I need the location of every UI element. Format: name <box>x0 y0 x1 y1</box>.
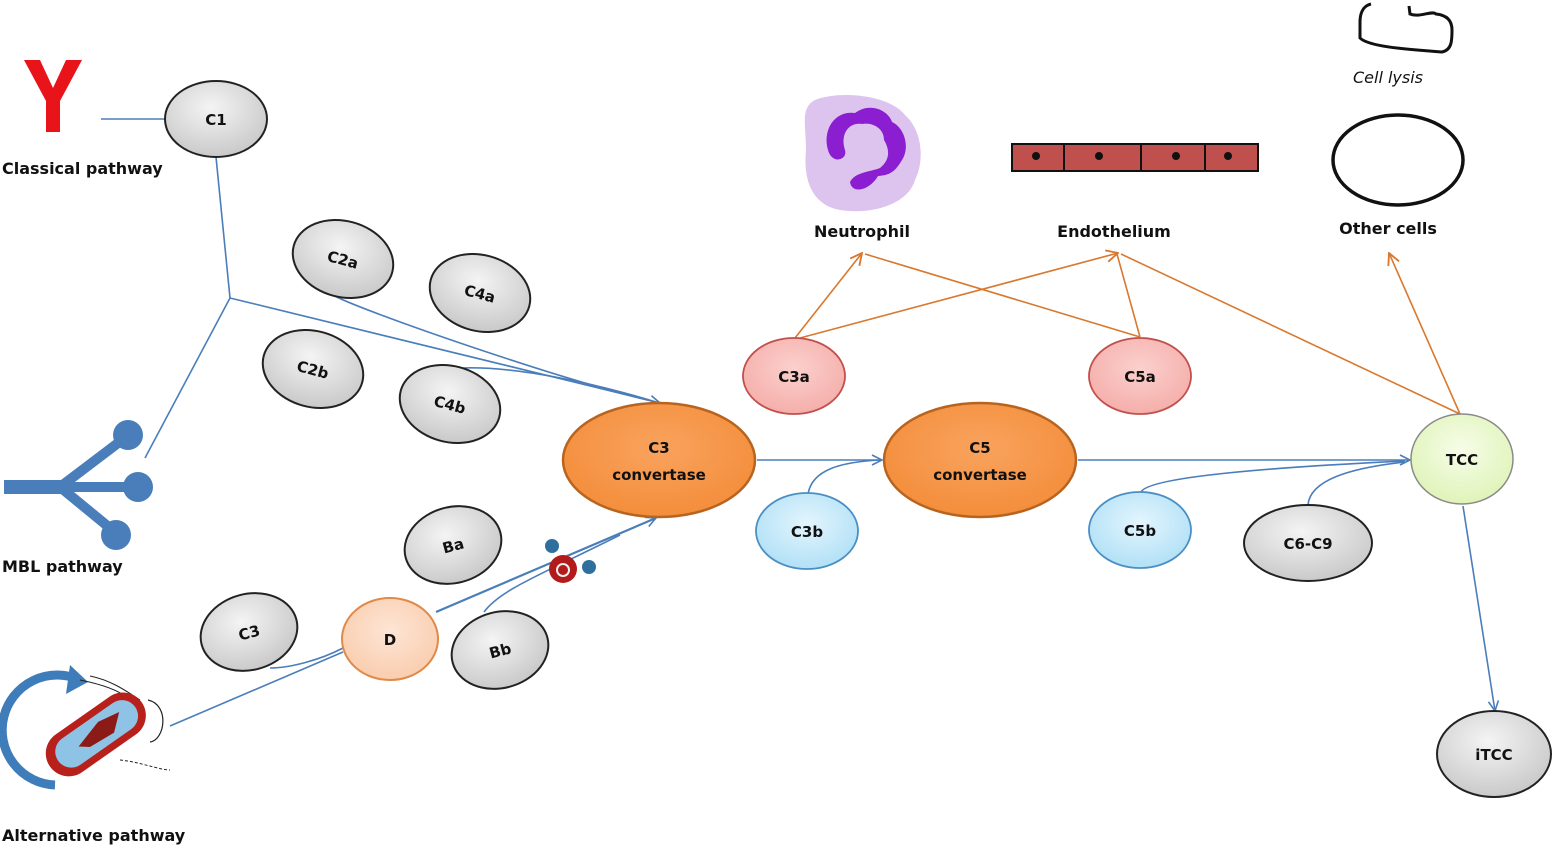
c1-to-junction-line <box>215 156 231 299</box>
node-c3b: C3b <box>755 492 859 570</box>
other-cells-label: Other cells <box>1339 219 1437 238</box>
node-c5b: C5b <box>1088 491 1192 569</box>
classical-pathway-label: Classical pathway <box>2 159 163 178</box>
node-c5a-label: C5a <box>1124 368 1156 386</box>
intact-cell-icon <box>1331 113 1465 207</box>
node-tcc-label: TCC <box>1446 451 1478 469</box>
node-c3-convertase-line1: C3 <box>648 439 669 457</box>
mbl-to-junction-line <box>144 297 231 459</box>
node-c5-convertase: C5 convertase <box>882 401 1078 519</box>
alternative-pathway-label: Alternative pathway <box>2 826 186 845</box>
node-d: D <box>341 597 439 681</box>
node-c2a: C2a <box>291 218 395 300</box>
node-ba-label: Ba <box>441 534 466 557</box>
node-c3-label: C3 <box>237 621 262 644</box>
mannose-binding-lectin-icon <box>4 420 153 550</box>
c5a-to-endothelium-line <box>1116 253 1141 338</box>
node-c5a: C5a <box>1088 337 1192 415</box>
node-bb: Bb <box>450 610 550 690</box>
node-ba: Ba <box>403 505 503 585</box>
bacterium-to-d-line <box>169 651 344 727</box>
node-c5b-label: C5b <box>1124 522 1156 540</box>
node-c3a: C3a <box>742 337 846 415</box>
node-c1-label: C1 <box>205 111 226 129</box>
c4b-to-c3-convertase-line <box>461 367 657 403</box>
mbl-pathway-label: MBL pathway <box>2 557 123 576</box>
node-c5-convertase-line2: convertase <box>933 466 1027 484</box>
node-c6-c9: C6-C9 <box>1243 504 1373 582</box>
neutrophil-label: Neutrophil <box>814 222 910 241</box>
node-c4a: C4a <box>428 252 532 334</box>
node-c6-c9-label: C6-C9 <box>1283 535 1332 553</box>
pathway-connectors <box>101 118 1495 727</box>
junction-to-c3-convertase-arrow <box>229 297 660 403</box>
c3a-to-neutrophil-arrow <box>794 253 862 339</box>
tcc-to-itcc-arrow <box>1462 505 1495 711</box>
antibody-y-icon <box>24 60 82 132</box>
node-c3-convertase: C3 convertase <box>561 401 757 519</box>
bacterium-icon <box>0 665 171 790</box>
neutrophil-cell-icon <box>804 95 921 212</box>
node-c5-convertase-line1: C5 <box>969 439 990 457</box>
node-c3a-label: C3a <box>778 368 810 386</box>
c3a-to-endothelium-arrow <box>799 253 1118 339</box>
endothelium-label: Endothelium <box>1057 222 1171 241</box>
tcc-to-endothelium-line <box>1120 253 1461 415</box>
node-itcc: iTCC <box>1436 710 1552 798</box>
node-c3: C3 <box>199 592 299 672</box>
effect-connectors <box>794 253 1461 415</box>
node-itcc-label: iTCC <box>1475 746 1512 764</box>
node-d-label: D <box>384 631 396 649</box>
c6-c9-to-tcc-line <box>1307 461 1406 506</box>
d-to-c3-convertase-arrow <box>435 518 656 614</box>
lysed-cell-icon <box>1358 2 1454 54</box>
node-c1: C1 <box>164 80 268 158</box>
node-c3-convertase-line2: convertase <box>612 466 706 484</box>
cell-lysis-label: Cell lysis <box>1353 68 1423 87</box>
node-c3b-label: C3b <box>791 523 823 541</box>
water-molecule-icon <box>545 539 596 583</box>
node-tcc: TCC <box>1410 413 1514 505</box>
node-bb-label: Bb <box>487 639 513 662</box>
node-c2b: C2b <box>261 328 365 410</box>
c3b-to-c5-convertase-line <box>807 459 881 495</box>
tcc-to-other-cells-arrow <box>1389 253 1461 415</box>
endothelium-cells-icon <box>1011 143 1259 172</box>
c5a-to-neutrophil-line <box>864 253 1141 338</box>
bb-to-c3-convertase-line <box>483 534 621 613</box>
c5b-to-tcc-line <box>1140 460 1406 493</box>
c2a-to-c3-convertase-line <box>334 295 657 403</box>
node-c4b: C4b <box>398 363 502 445</box>
c3-to-d-line <box>269 647 344 669</box>
